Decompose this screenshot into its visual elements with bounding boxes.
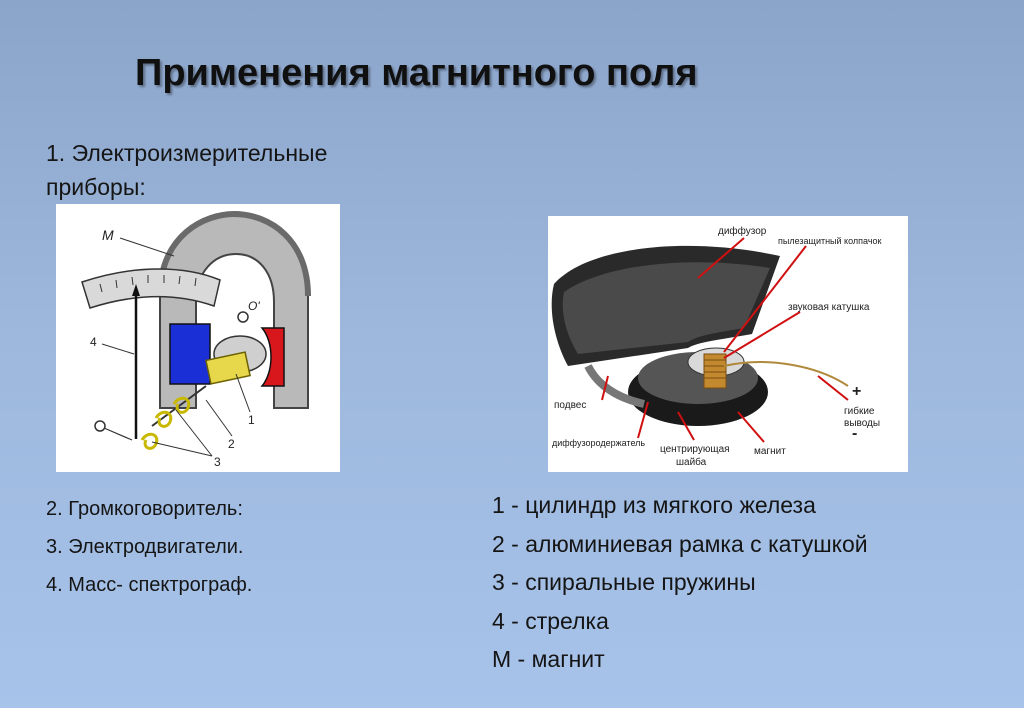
label-magnet: магнит [754, 446, 786, 457]
label-flex-2: выводы [844, 418, 880, 429]
label-suspension: подвес [554, 400, 586, 411]
label-m: М [102, 227, 114, 243]
label-1: 1 [248, 413, 255, 427]
legend-item-4: 4 - стрелка [492, 604, 868, 643]
label-plus: + [852, 383, 861, 400]
applications-list: 2. Громкоговоритель: 3. Электродвигатели… [46, 494, 252, 608]
label-holder: диффузородержатель [552, 438, 645, 448]
label-centering-2: шайба [676, 456, 707, 468]
label-voice-coil: звуковая катушка [788, 302, 870, 313]
coil-frame [206, 352, 250, 384]
label-flex-1: гибкие [844, 405, 875, 417]
item-electrical-instruments: 1. Электроизмерительные приборы: [46, 136, 426, 204]
meter-scale [82, 269, 220, 308]
label-minus: - [852, 425, 857, 442]
application-motors: 3. Электродвигатели. [46, 532, 252, 570]
galvanometer-illustration: М О' 4 1 2 3 [56, 204, 340, 472]
label-4: 4 [90, 335, 97, 349]
label-centering-1: центрирующая [660, 444, 730, 455]
legend-item-3: 3 - спиральные пружины [492, 565, 868, 604]
legend-item-m: М - магнит [492, 642, 868, 681]
blue-pole-piece [170, 324, 210, 384]
application-mass-spectrograph: 4. Масс- спектрограф. [46, 570, 252, 608]
item-electrical-instruments-line2: приборы: [46, 170, 426, 204]
galvanometer-legend: 1 - цилиндр из мягкого железа 2 - алюмин… [492, 488, 868, 681]
terminal-o [238, 312, 248, 322]
item-electrical-instruments-line1: 1. Электроизмерительные [46, 136, 426, 170]
label-2: 2 [228, 437, 235, 451]
legend-item-2: 2 - алюминиевая рамка с катушкой [492, 527, 868, 566]
slide-title: Применения магнитного поля [135, 52, 895, 95]
label-3: 3 [214, 455, 221, 469]
voice-coil [704, 354, 726, 388]
label-diffuser: диффузор [718, 225, 767, 237]
legend-item-1: 1 - цилиндр из мягкого железа [492, 488, 868, 527]
label-dust-cap: пылезащитный колпачок [778, 236, 882, 246]
terminal-left [95, 421, 105, 431]
galvanometer-drawing: М О' 4 1 2 3 [56, 204, 340, 472]
label-o: О' [248, 299, 260, 313]
loudspeaker-illustration: диффузор пылезащитный колпачок звуковая … [548, 216, 908, 472]
loudspeaker-drawing: диффузор пылезащитный колпачок звуковая … [548, 216, 908, 472]
application-loudspeaker: 2. Громкоговоритель: [46, 494, 252, 532]
